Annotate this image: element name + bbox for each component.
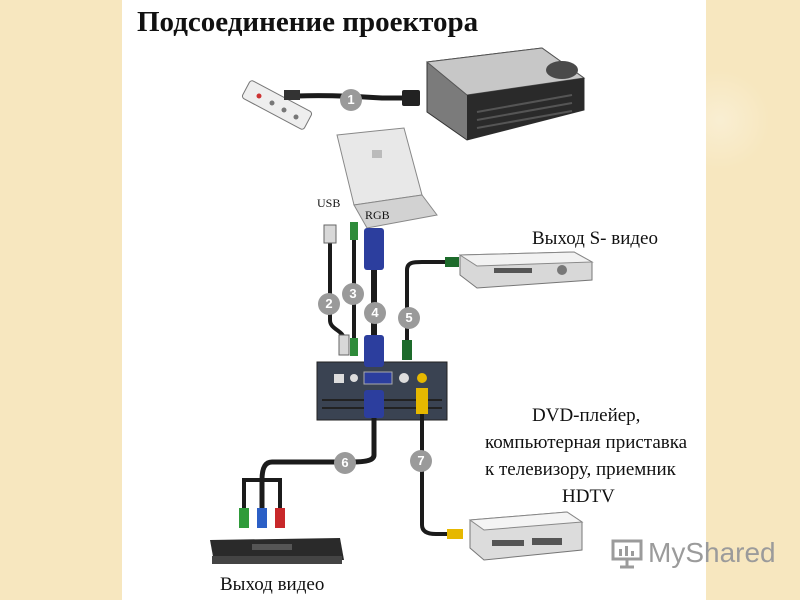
- usb-plug-icon: [323, 224, 337, 244]
- dvd-label-line4: HDTV: [562, 486, 615, 507]
- power-plug-icon: [284, 90, 300, 100]
- badge-4: 4: [364, 302, 386, 324]
- connection-diagram: [210, 47, 594, 564]
- dvd-label-line2: компьютерная приставка: [485, 432, 688, 453]
- badge-3: 3: [342, 283, 364, 305]
- component-cable: [259, 395, 377, 515]
- usb-label: USB: [317, 196, 341, 210]
- presentation-board-icon: [611, 539, 643, 569]
- diagram-panel: Подсоединение проектора: [122, 0, 706, 600]
- rgb-label: RGB: [365, 208, 390, 222]
- yellow-plug-icon: [416, 388, 428, 414]
- svideo-cable: [405, 260, 447, 350]
- composite-cable: [420, 395, 457, 536]
- vga-plug-icon: [364, 228, 384, 270]
- audio-plug-icon: [350, 222, 358, 240]
- projector-icon: [425, 47, 586, 141]
- video-out-device-icon: [210, 538, 344, 564]
- watermark: MyShared: [610, 536, 776, 570]
- green-plug-icon: [239, 508, 249, 528]
- badge-6: 6: [334, 452, 356, 474]
- laptop-icon: [336, 127, 438, 229]
- svideo-player-icon: [458, 251, 594, 289]
- badge-5: 5: [398, 307, 420, 329]
- badge-7: 7: [410, 450, 432, 472]
- red-plug-icon: [275, 508, 285, 528]
- badge-2: 2: [318, 293, 340, 315]
- blue-plug-icon: [257, 508, 267, 528]
- watermark-text: MyShared: [648, 537, 776, 568]
- svideo-out-label: Выход S- видео: [532, 228, 658, 249]
- power-connector-icon: [402, 90, 420, 106]
- badge-1: 1: [340, 89, 362, 111]
- video-out-label: Выход видео: [220, 574, 325, 595]
- dvd-label-line1: DVD-плейер,: [532, 405, 641, 426]
- page-title: Подсоединение проектора: [137, 6, 479, 38]
- dvd-player-icon: [468, 511, 584, 561]
- svideo-plug-icon: [445, 257, 459, 267]
- power-strip-icon: [241, 80, 313, 130]
- dvd-label-line3: к телевизору, приемник: [485, 459, 676, 480]
